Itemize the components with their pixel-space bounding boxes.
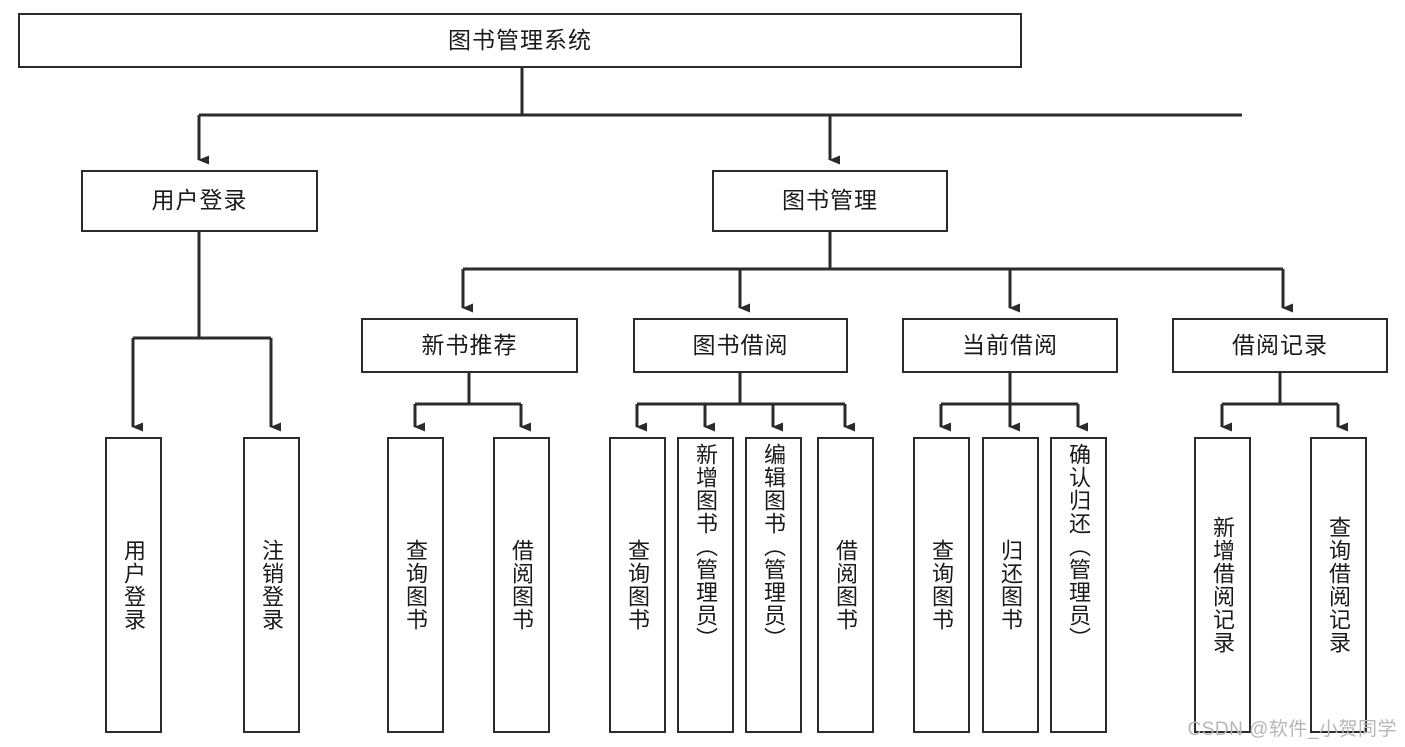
node-leaf-confirm-return-label: 确认归还（管理员） bbox=[1066, 443, 1092, 650]
node-leaf-user-login[interactable]: 用户登录 bbox=[105, 437, 162, 733]
node-leaf-borrow-book-2[interactable]: 借阅图书 bbox=[817, 437, 874, 733]
node-leaf-return-book[interactable]: 归还图书 bbox=[982, 437, 1039, 733]
node-borrow-record[interactable]: 借阅记录 bbox=[1172, 318, 1388, 373]
node-current-borrow-label: 当前借阅 bbox=[962, 331, 1058, 358]
node-current-borrow[interactable]: 当前借阅 bbox=[902, 318, 1118, 373]
node-new-book-recommend[interactable]: 新书推荐 bbox=[361, 318, 578, 373]
node-user-login[interactable]: 用户登录 bbox=[81, 170, 318, 232]
node-leaf-add-book[interactable]: 新增图书（管理员） bbox=[677, 437, 734, 733]
node-leaf-query-book-2[interactable]: 查询图书 bbox=[609, 437, 666, 733]
node-leaf-add-book-label: 新增图书（管理员） bbox=[693, 443, 719, 650]
node-leaf-add-record[interactable]: 新增借阅记录 bbox=[1194, 437, 1251, 733]
node-leaf-user-login-label: 用户登录 bbox=[121, 539, 147, 631]
node-leaf-return-book-label: 归还图书 bbox=[998, 539, 1024, 631]
node-user-login-label: 用户登录 bbox=[151, 187, 248, 214]
node-leaf-query-record[interactable]: 查询借阅记录 bbox=[1310, 437, 1367, 733]
node-leaf-user-logout-label: 注销登录 bbox=[259, 539, 285, 631]
node-leaf-edit-book-label: 编辑图书（管理员） bbox=[761, 443, 787, 650]
node-root[interactable]: 图书管理系统 bbox=[18, 13, 1022, 68]
node-leaf-borrow-book-1[interactable]: 借阅图书 bbox=[493, 437, 550, 733]
node-book-borrow-label: 图书借阅 bbox=[692, 331, 789, 358]
node-leaf-borrow-book-1-label: 借阅图书 bbox=[509, 539, 535, 631]
node-leaf-query-book-1[interactable]: 查询图书 bbox=[387, 437, 444, 733]
node-book-manage-label: 图书管理 bbox=[782, 187, 878, 214]
node-leaf-add-record-label: 新增借阅记录 bbox=[1210, 516, 1236, 654]
node-new-book-recommend-label: 新书推荐 bbox=[421, 331, 518, 358]
node-leaf-query-book-2-label: 查询图书 bbox=[625, 539, 651, 631]
node-leaf-query-record-label: 查询借阅记录 bbox=[1326, 516, 1352, 654]
watermark: CSDN @软件_小贺同学 bbox=[1187, 719, 1397, 740]
node-leaf-query-book-1-label: 查询图书 bbox=[403, 539, 429, 631]
node-leaf-user-logout[interactable]: 注销登录 bbox=[243, 437, 300, 733]
node-leaf-confirm-return[interactable]: 确认归还（管理员） bbox=[1050, 437, 1107, 733]
node-root-label: 图书管理系统 bbox=[448, 26, 592, 53]
node-book-borrow[interactable]: 图书借阅 bbox=[633, 318, 848, 373]
node-leaf-query-book-3[interactable]: 查询图书 bbox=[913, 437, 970, 733]
node-leaf-query-book-3-label: 查询图书 bbox=[929, 539, 955, 631]
node-book-manage[interactable]: 图书管理 bbox=[712, 170, 948, 232]
node-leaf-borrow-book-2-label: 借阅图书 bbox=[833, 539, 859, 631]
node-borrow-record-label: 借阅记录 bbox=[1232, 331, 1328, 358]
node-leaf-edit-book[interactable]: 编辑图书（管理员） bbox=[745, 437, 802, 733]
